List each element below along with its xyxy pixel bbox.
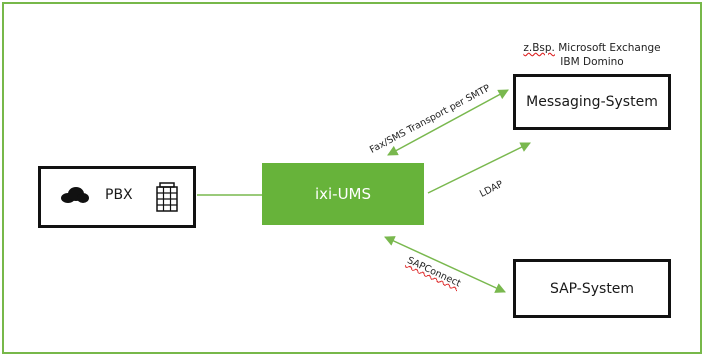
messaging-system-label: Messaging-System bbox=[526, 94, 658, 110]
diagram-frame bbox=[2, 2, 702, 354]
messaging-system-note: z.Bsp. Microsoft Exchange IBM Domino bbox=[505, 41, 679, 69]
note-line-2: IBM Domino bbox=[560, 56, 624, 68]
sap-system-box: SAP-System bbox=[513, 259, 671, 318]
note-abbr: z.Bsp. bbox=[523, 42, 555, 54]
cloud-icon bbox=[60, 186, 90, 208]
ldap-arrow bbox=[427, 142, 531, 194]
sap-system-label: SAP-System bbox=[549, 280, 635, 297]
sapconnect-arrow bbox=[384, 236, 506, 293]
smtp-arrow bbox=[387, 89, 509, 156]
note-line-1-rest: Microsoft Exchange bbox=[558, 42, 661, 54]
pbx-label: PBX bbox=[105, 187, 133, 203]
ixi-ums-node: ixi-UMS bbox=[262, 163, 424, 225]
messaging-system-box: Messaging-System bbox=[513, 74, 671, 130]
building-icon bbox=[155, 182, 179, 216]
ixi-ums-label: ixi-UMS bbox=[314, 185, 372, 203]
note-line-1: z.Bsp. Microsoft Exchange bbox=[505, 41, 679, 55]
